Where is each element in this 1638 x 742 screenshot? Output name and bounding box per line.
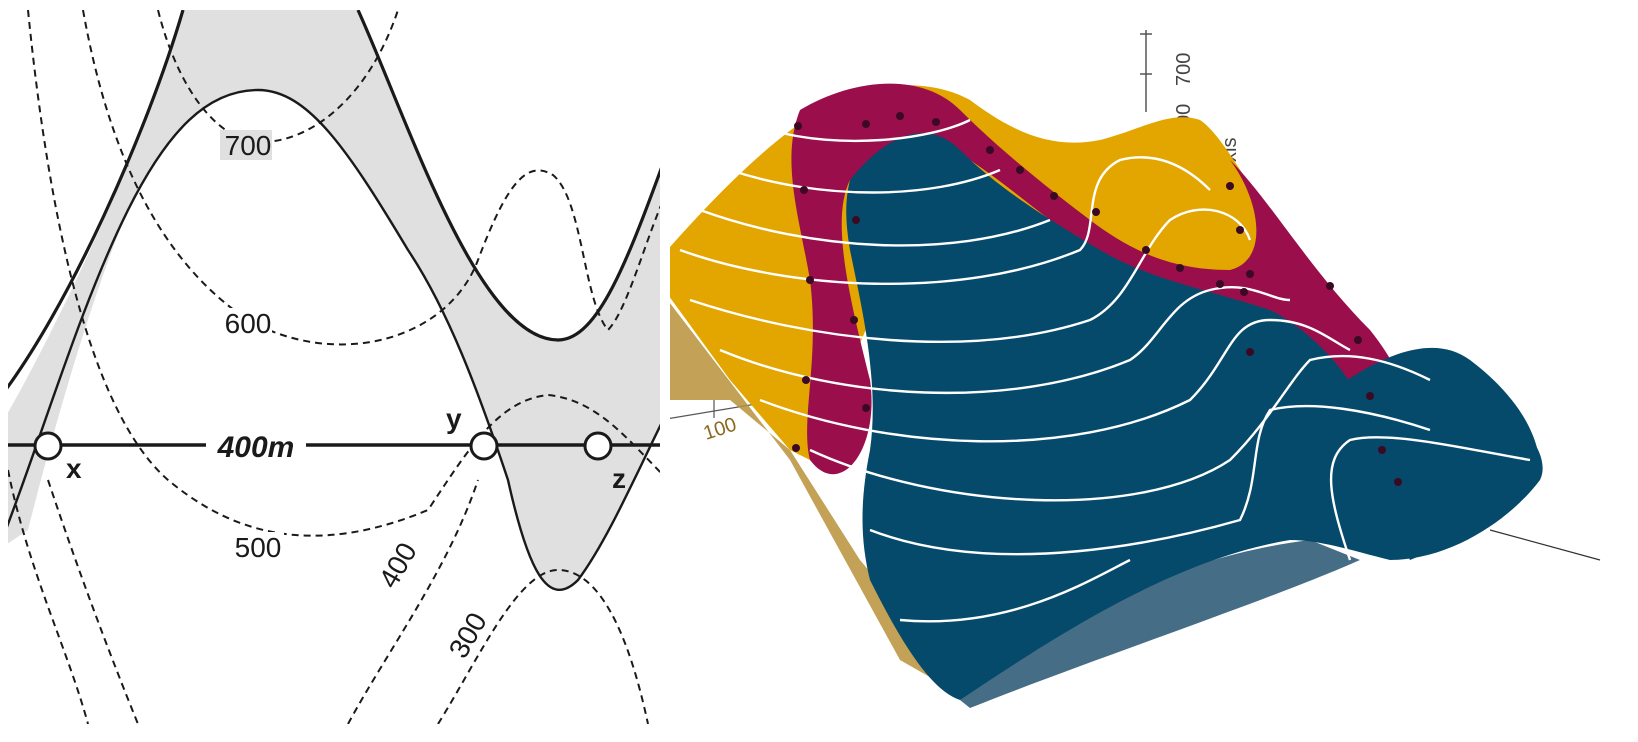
outcrop-boundary-lower (8, 88, 660, 592)
surface-contour (719, 286, 1291, 394)
boundary-point (850, 316, 858, 324)
geologic-3d-model: 700 00 xis 100 (670, 30, 1601, 708)
point-x-label: x (66, 453, 82, 484)
boundary-point (794, 122, 802, 130)
boundary-point (802, 376, 810, 384)
boundary-point (806, 276, 814, 284)
surface-contour (899, 558, 1131, 623)
topographic-contours (8, 10, 660, 724)
contour-label-700: 700 (225, 130, 272, 161)
outcrop-band (8, 10, 660, 590)
outcrop-boundary-upper-right (356, 10, 660, 342)
boundary-point (932, 118, 940, 126)
contour-600 (82, 10, 660, 346)
boundary-point (1050, 192, 1058, 200)
contour-label-600: 600 (225, 308, 272, 339)
point-y (469, 431, 499, 461)
contour-edge (8, 469, 89, 724)
point-z-label: z (612, 463, 626, 494)
surface-teal-layer (846, 133, 1543, 700)
boundary-point (1226, 182, 1234, 190)
surface-teal-right-lobe (1320, 347, 1540, 560)
boundary-point (1216, 280, 1224, 288)
boundary-point (1366, 392, 1374, 400)
geologic-map: 700 600 500 400 300 400m x y z (8, 10, 660, 724)
boundary-point (896, 112, 904, 120)
axis-tick-700: 700 (1173, 53, 1195, 86)
point-z (583, 431, 613, 461)
baseline-label: 400m (217, 431, 295, 464)
contour-300 (437, 568, 649, 724)
boundary-point (862, 120, 870, 128)
contour-700 (157, 10, 399, 144)
boundary-point (800, 186, 808, 194)
contour-500 (27, 10, 660, 537)
boundary-point (1246, 270, 1254, 278)
boundary-point (852, 216, 860, 224)
boundary-point (1354, 336, 1362, 344)
axis-tick-100: 100 (701, 414, 740, 445)
surface-contour (729, 168, 1001, 194)
surface-contour (869, 404, 1431, 556)
surface-contour (689, 208, 1252, 344)
front-axis-line (1489, 529, 1601, 561)
point-x (33, 431, 63, 461)
boundary-point (792, 444, 800, 452)
side-face-gold (670, 303, 970, 700)
surface-contour (769, 118, 971, 143)
side-face-teal (960, 540, 1360, 708)
boundary-point (1246, 348, 1254, 356)
surface-contour (809, 354, 1431, 502)
surface-contour (759, 318, 1351, 443)
boundary-point (1092, 208, 1100, 216)
boundary-point (1394, 478, 1402, 486)
boundary-point (1176, 264, 1184, 272)
boundary-point (986, 146, 994, 154)
surface-contour (699, 208, 1051, 247)
boundary-point (1240, 288, 1248, 296)
boundary-points (792, 112, 1402, 486)
boundary-point (1378, 446, 1386, 454)
outcrop-boundary-upper (8, 10, 185, 390)
boundary-point (1016, 166, 1024, 174)
boundary-point (1326, 282, 1334, 290)
contour-400 (47, 479, 479, 724)
boundary-point (862, 404, 870, 412)
point-y-label: y (446, 403, 462, 434)
surface-contour (1329, 436, 1531, 561)
boundary-point (1236, 226, 1244, 234)
contour-label-500: 500 (235, 532, 282, 563)
boundary-point (1142, 246, 1150, 254)
